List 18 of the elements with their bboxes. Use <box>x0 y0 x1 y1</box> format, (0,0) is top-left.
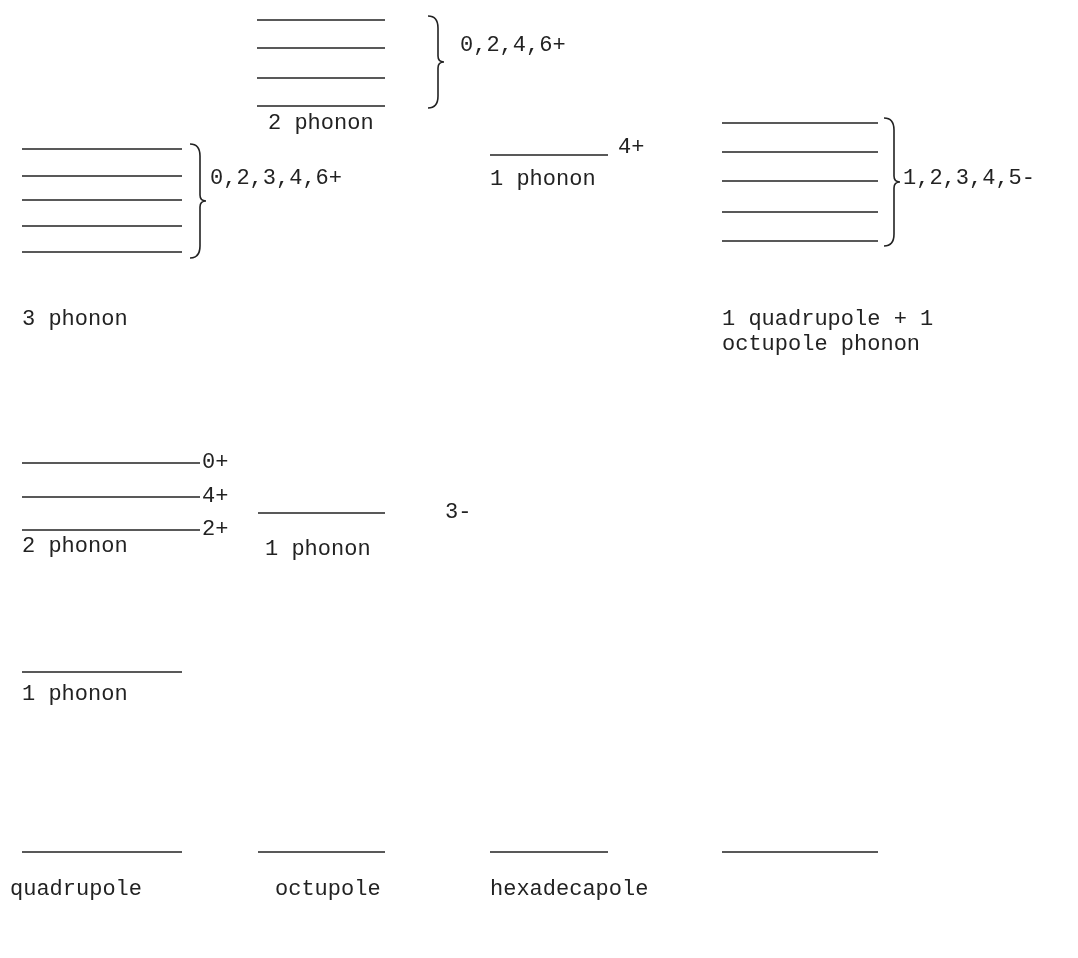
level-label: 1 phonon <box>265 537 371 562</box>
level-label: 4+ <box>618 135 645 160</box>
level-label: 4+ <box>202 484 229 509</box>
level-label: 1 phonon <box>22 682 128 707</box>
level-label: hexadecapole <box>490 877 649 902</box>
level-label: 0,2,4,6+ <box>460 33 566 58</box>
level-label: 2 phonon <box>22 534 128 559</box>
level-label: 1 phonon <box>490 167 596 192</box>
level-label: 2+ <box>202 517 229 542</box>
level-label: 0+ <box>202 450 229 475</box>
level-label: 2 phonon <box>268 111 374 136</box>
level-label: quadrupole <box>10 877 143 902</box>
level-label: 1,2,3,4,5- <box>903 166 1036 191</box>
level-label: octupole <box>275 877 381 902</box>
level-label: 3- <box>445 500 472 525</box>
level-label: 3 phonon <box>22 307 128 332</box>
level-label: 0,2,3,4,6+ <box>210 166 343 191</box>
level-label: 1 quadrupole + 1 octupole phonon <box>722 307 935 357</box>
